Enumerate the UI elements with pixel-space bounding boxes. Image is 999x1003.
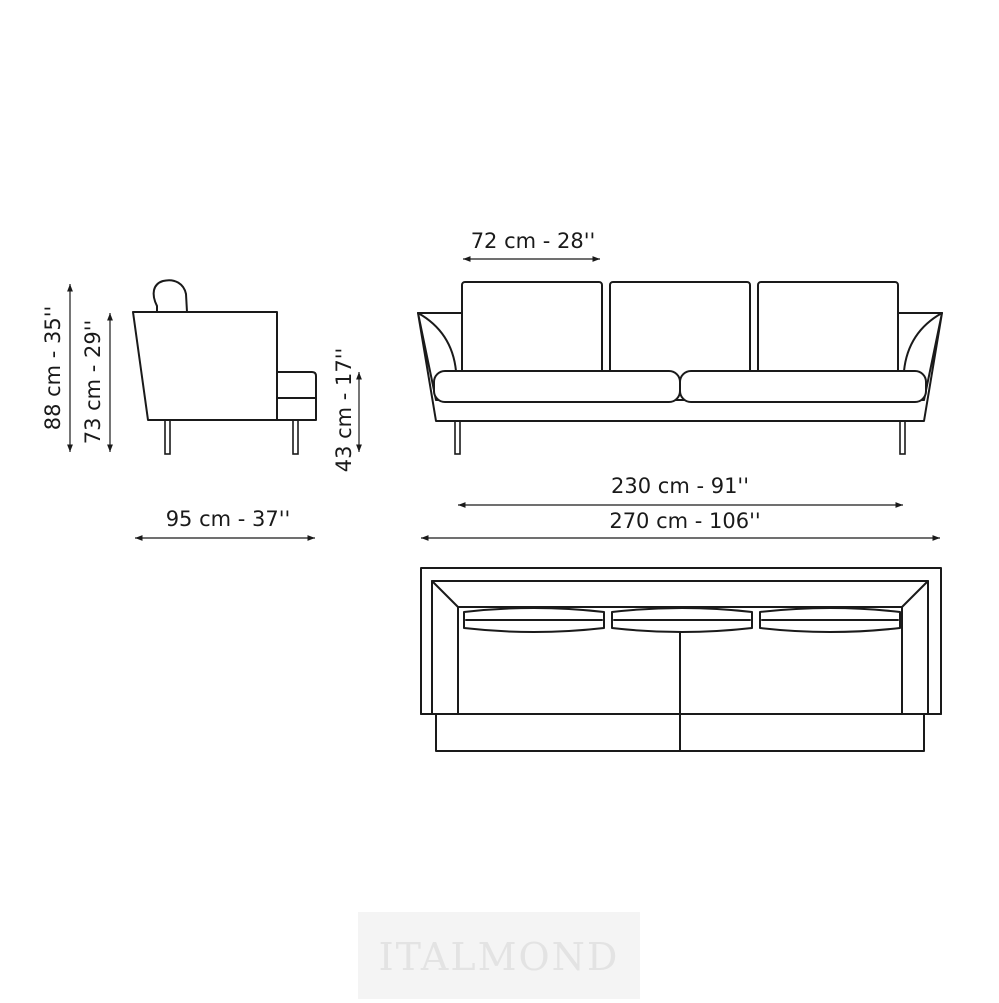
left-arm-curve bbox=[417, 312, 457, 372]
seat-cushion-left bbox=[433, 370, 681, 403]
front-right-leg bbox=[899, 420, 906, 455]
top-frame-outer bbox=[420, 567, 942, 715]
back-cushion-1 bbox=[461, 281, 603, 383]
total-height-label: 88 cm - 35'' bbox=[41, 306, 65, 431]
top-view bbox=[420, 567, 942, 752]
back-cushion-3 bbox=[757, 281, 899, 383]
seat-cushion-right bbox=[679, 370, 927, 403]
front-left-leg bbox=[454, 420, 461, 455]
seat-height-label: 43 cm - 17'' bbox=[332, 348, 356, 473]
depth-label: 95 cm - 37'' bbox=[166, 507, 291, 531]
front-view bbox=[417, 281, 943, 455]
side-back-leg bbox=[292, 419, 299, 455]
front-dimensions: 72 cm - 28'' 230 cm - 91'' 270 cm - 106'… bbox=[421, 229, 940, 541]
side-seat-cushion bbox=[276, 371, 317, 399]
watermark: ITALMOND bbox=[358, 912, 640, 999]
arm-height-label: 73 cm - 29'' bbox=[81, 320, 105, 445]
watermark-text: ITALMOND bbox=[379, 935, 620, 979]
side-view bbox=[132, 279, 317, 455]
side-dimensions: 88 cm - 35'' 73 cm - 29'' 43 cm - 17'' 9… bbox=[41, 284, 362, 541]
inner-width-label: 230 cm - 91'' bbox=[611, 474, 749, 498]
total-width-label: 270 cm - 106'' bbox=[609, 509, 760, 533]
right-arm-curve bbox=[903, 312, 943, 372]
seat-cushion-width-label: 72 cm - 28'' bbox=[471, 229, 596, 253]
side-body bbox=[132, 311, 317, 421]
side-front-leg bbox=[164, 419, 171, 455]
watermark-box bbox=[358, 912, 640, 999]
back-cushion-2 bbox=[609, 281, 751, 383]
top-frame-inner bbox=[420, 580, 942, 715]
side-head-cushion bbox=[152, 279, 188, 313]
